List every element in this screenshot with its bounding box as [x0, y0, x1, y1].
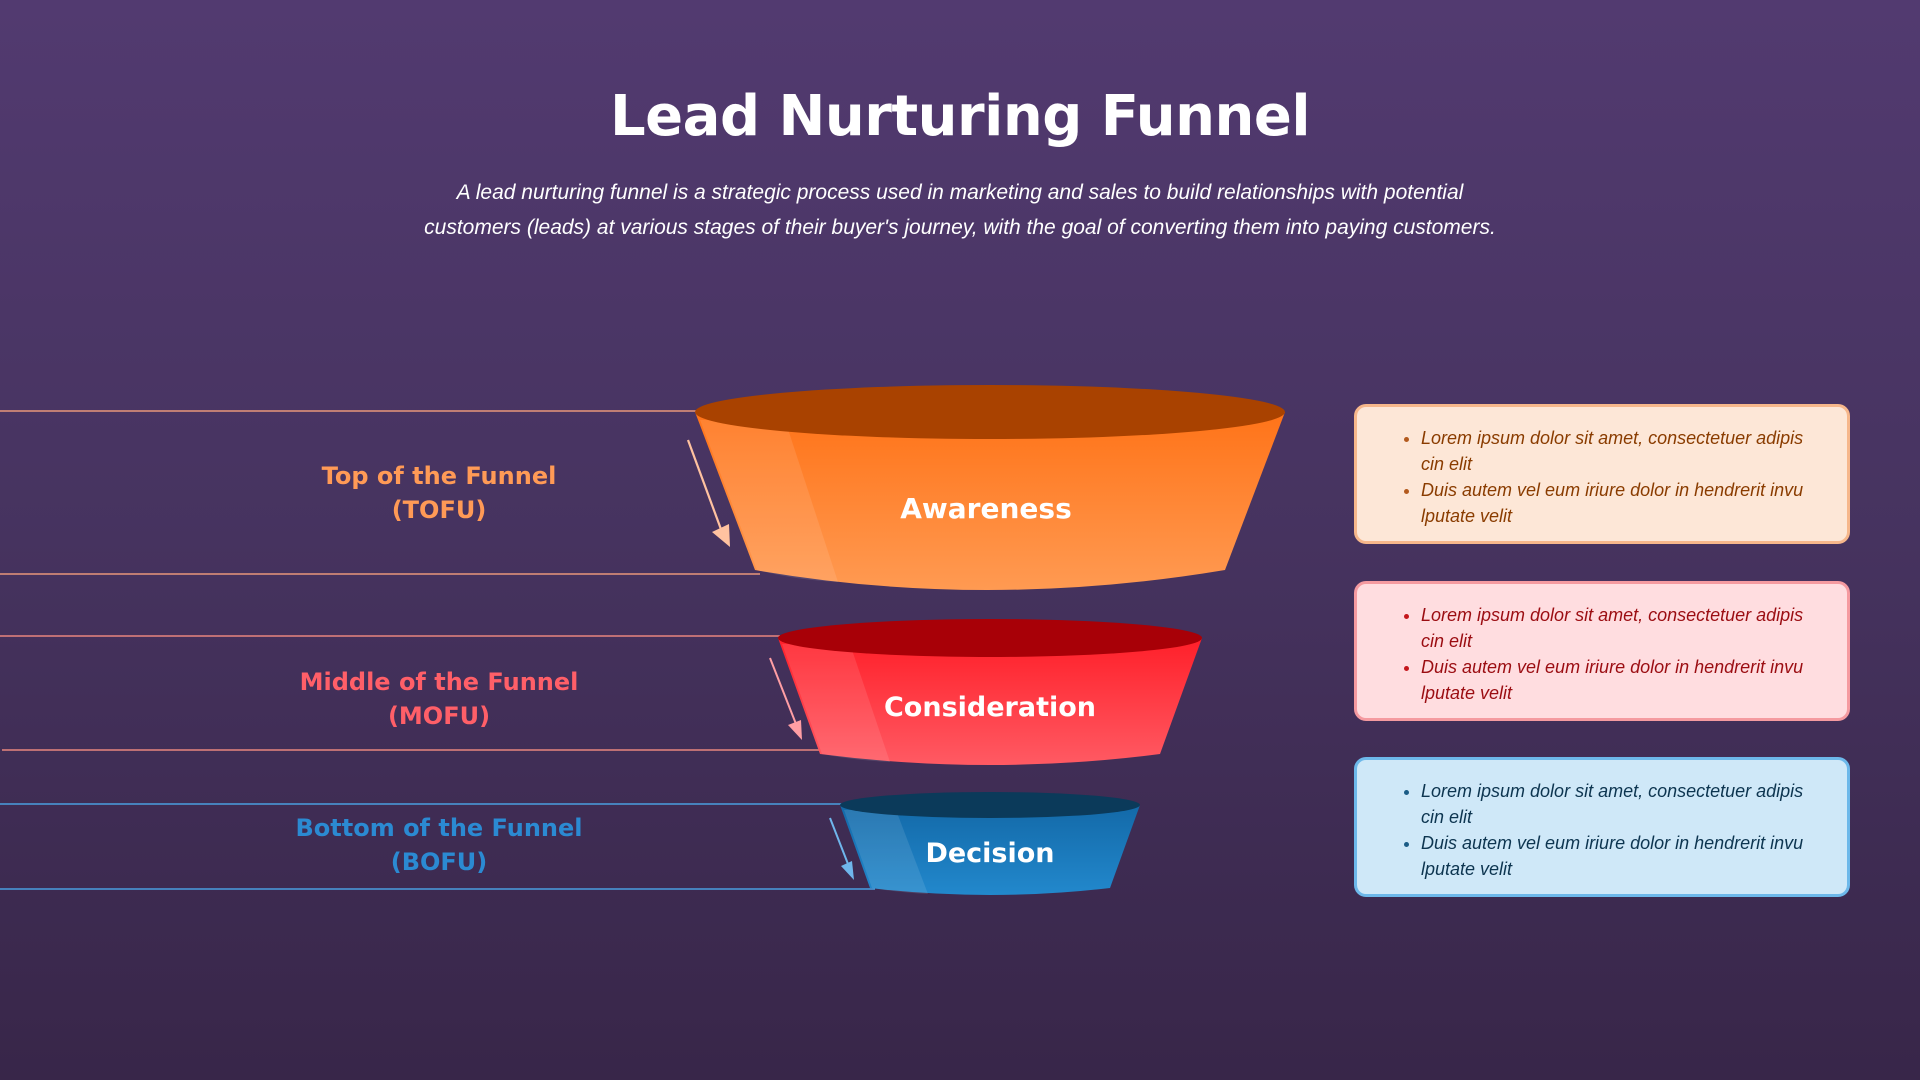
bofu-bullet-item: Lorem ipsum dolor sit amet, consectetuer… — [1421, 778, 1825, 830]
mofu-bullet-list: Lorem ipsum dolor sit amet, consectetuer… — [1391, 602, 1825, 706]
tofu-bullet-list: Lorem ipsum dolor sit amet, consectetuer… — [1391, 425, 1825, 529]
tofu-stage-name: Top of the Funnel — [322, 462, 557, 490]
mofu-bullet-item: Duis autem vel eum iriure dolor in hendr… — [1421, 654, 1825, 706]
funnel-segment-consideration: Consideration — [778, 619, 1202, 765]
bofu-stage-name: Bottom of the Funnel — [295, 814, 582, 842]
funnel-segment-awareness: Awareness — [695, 385, 1285, 590]
tofu-arrow-icon — [686, 439, 730, 547]
awareness-label: Awareness — [900, 492, 1072, 525]
awareness-highlight — [700, 420, 838, 582]
bofu-bullet-list: Lorem ipsum dolor sit amet, consectetuer… — [1391, 778, 1825, 882]
bofu-info-box: Lorem ipsum dolor sit amet, consectetuer… — [1354, 757, 1850, 897]
funnel-segment-decision: Decision — [840, 792, 1140, 895]
tofu-info-box: Lorem ipsum dolor sit amet, consectetuer… — [1354, 404, 1850, 544]
awareness-top-rim — [695, 385, 1285, 439]
bofu-stage-abbr: (BOFU) — [391, 848, 488, 876]
mofu-stage-name: Middle of the Funnel — [300, 668, 579, 696]
awareness-body — [695, 412, 1285, 590]
consideration-highlight — [782, 644, 890, 762]
decision-top-rim — [840, 792, 1140, 818]
tofu-bullet-item: Lorem ipsum dolor sit amet, consectetuer… — [1421, 425, 1825, 477]
decision-highlight — [844, 810, 928, 894]
tofu-stage-abbr: (TOFU) — [392, 496, 487, 524]
mofu-bullet-item: Lorem ipsum dolor sit amet, consectetuer… — [1421, 602, 1825, 654]
consideration-top-rim — [778, 619, 1202, 657]
bofu-arrow-icon — [829, 817, 854, 880]
tofu-bullet-item: Duis autem vel eum iriure dolor in hendr… — [1421, 477, 1825, 529]
decision-body — [840, 805, 1140, 895]
bofu-bullet-item: Duis autem vel eum iriure dolor in hendr… — [1421, 830, 1825, 882]
consideration-label: Consideration — [884, 692, 1096, 723]
decision-label: Decision — [925, 838, 1054, 869]
mofu-info-box: Lorem ipsum dolor sit amet, consectetuer… — [1354, 581, 1850, 721]
mofu-stage-abbr: (MOFU) — [388, 702, 490, 730]
page-subtitle: A lead nurturing funnel is a strategic p… — [424, 181, 1496, 239]
page-title: Lead Nurturing Funnel — [609, 84, 1311, 149]
consideration-body — [778, 638, 1202, 765]
mofu-arrow-icon — [769, 657, 802, 740]
